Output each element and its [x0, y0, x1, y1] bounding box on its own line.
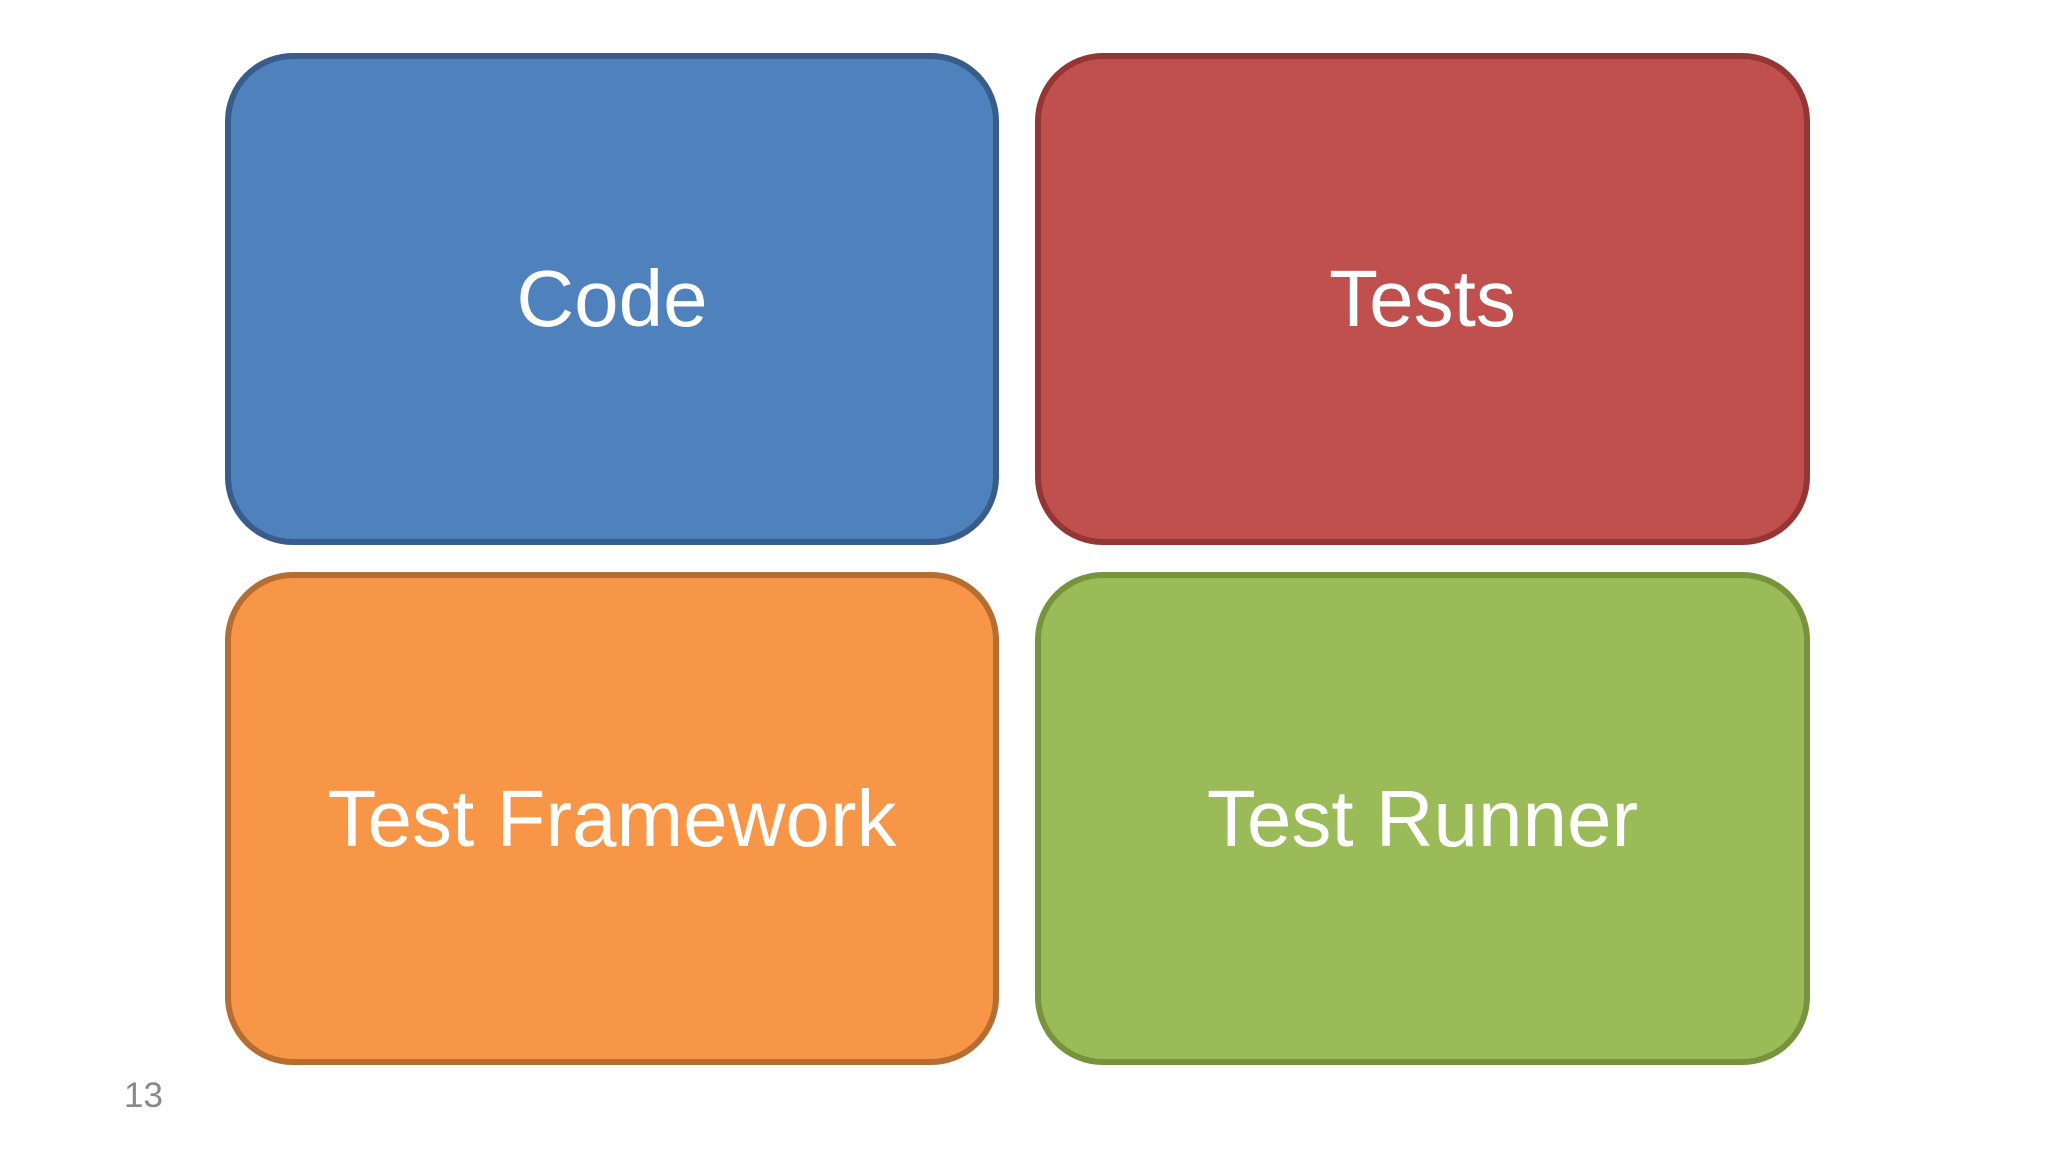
box-tests: Tests [1035, 53, 1810, 545]
box-test-runner-label: Test Runner [1206, 773, 1639, 863]
box-tests-label: Tests [1329, 254, 1516, 343]
box-test-runner: Test Runner [1035, 572, 1810, 1065]
box-code: Code [225, 53, 999, 545]
box-test-framework-label: Test Framework [327, 773, 897, 863]
page-number: 13 [124, 1076, 163, 1115]
box-code-label: Code [516, 254, 708, 343]
box-test-framework: Test Framework [225, 572, 999, 1065]
